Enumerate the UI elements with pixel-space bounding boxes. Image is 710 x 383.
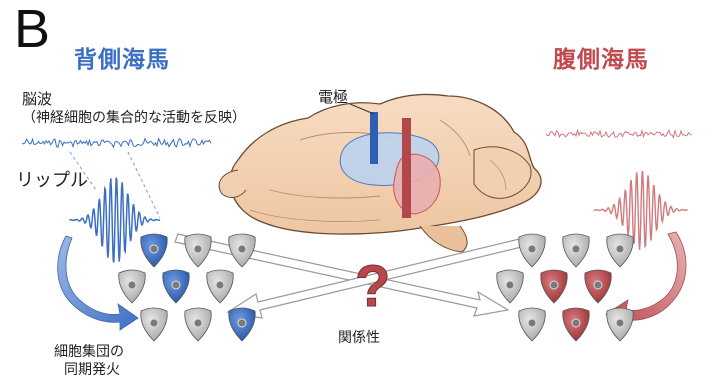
ripple-label: リップル	[16, 166, 88, 192]
neuron-cell	[185, 308, 211, 341]
neuron-cell	[207, 270, 233, 303]
neuron-cell	[229, 308, 255, 341]
ventral-cell-assembly	[497, 234, 633, 341]
dorsal-cell-assembly	[119, 234, 255, 341]
dorsal-hippocampus-title: 背側海馬	[74, 40, 170, 74]
brain-stem	[420, 226, 467, 252]
electrode-label: 電極	[318, 86, 348, 107]
ventral-hippocampus-title: 腹側海馬	[553, 40, 649, 74]
neuron-cell	[563, 308, 589, 341]
neuron-cell	[607, 234, 633, 267]
neuron-cell	[519, 308, 545, 341]
assembly-label-line1: 細胞集団の	[54, 341, 124, 361]
neuron-cell	[541, 270, 567, 303]
eeg-description: （神経細胞の集合的な活動を反映）	[22, 107, 246, 127]
neuron-cell	[141, 234, 167, 267]
dorsal-electrode	[370, 112, 378, 164]
panel-letter: B	[14, 2, 50, 56]
neuron-cell	[519, 234, 545, 267]
neuron-cell	[585, 270, 611, 303]
dorsal-eeg-trace	[22, 139, 211, 148]
ventral-electrode	[402, 118, 411, 218]
neuron-cell	[563, 234, 589, 267]
neuron-cell	[607, 308, 633, 341]
neuron-cell	[163, 270, 189, 303]
eeg-label: 脳波	[22, 88, 52, 109]
neuron-cell	[141, 308, 167, 341]
assembly-label-line2: 同期発火	[64, 359, 120, 379]
neuron-cell	[497, 270, 523, 303]
relation-label: 関係性	[338, 327, 380, 347]
neuron-cell	[185, 234, 211, 267]
neuron-cell	[119, 270, 145, 303]
question-mark: ?	[355, 254, 390, 319]
neuron-cell	[229, 234, 255, 267]
ventral-eeg-trace	[546, 130, 692, 137]
